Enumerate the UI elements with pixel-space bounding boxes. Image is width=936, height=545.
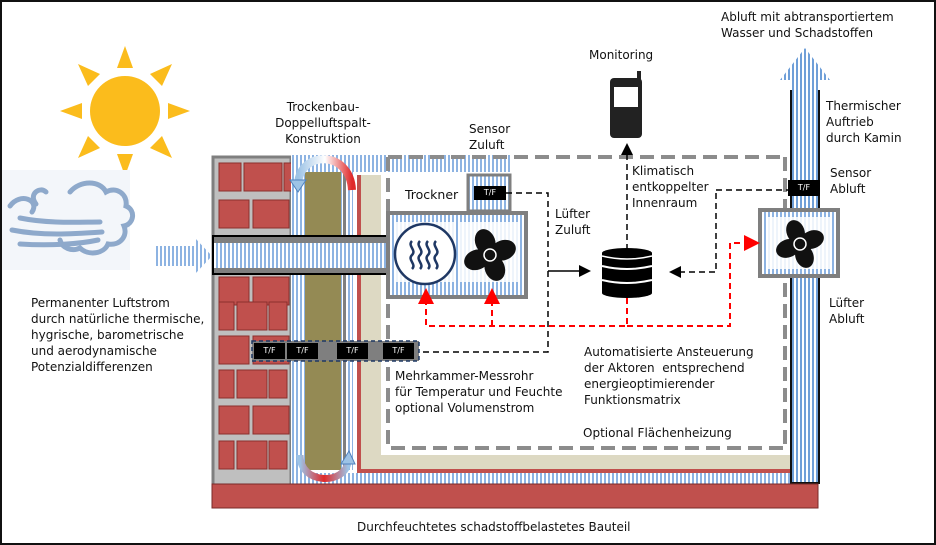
board-layer: [357, 175, 361, 472]
brick: [268, 369, 288, 399]
plaster-layer: [361, 175, 381, 465]
brick: [268, 301, 288, 331]
brick: [218, 199, 250, 229]
brick: [236, 369, 268, 399]
curve-arrow-top: [294, 155, 356, 191]
data-lines: [419, 143, 788, 353]
exhaust-chimney: [790, 87, 820, 484]
label-chimney: Thermischer Auftrieb durch Kamin: [826, 99, 902, 145]
air-channel-bottom: [291, 473, 791, 485]
label-measuring-tube: Mehrkammer-Messrohr für Temperatur und F…: [395, 369, 563, 415]
brick: [252, 405, 290, 435]
heater-icon: [393, 222, 457, 286]
label-exhaust-output: Abluft mit abtransportiertem Wasser und …: [721, 10, 894, 40]
brick-wall: [211, 155, 303, 487]
floor-slab: [211, 483, 819, 509]
label-fan-exhaust: Lüfter Abluft: [829, 296, 865, 326]
sensor-tag-exhaust: T/F: [797, 183, 811, 192]
label-floor-heating: Optional Flächenheizung: [583, 426, 732, 440]
label-fan-supply: Lüfter Zuluft: [555, 207, 591, 237]
sensor-tag-tube-1: T/F: [263, 346, 276, 355]
sensor-tag-tube-4: T/F: [392, 346, 405, 355]
label-dryer: Trockner: [405, 187, 459, 202]
inflow-arrow: [155, 238, 212, 274]
sensor-exhaust-housing: [788, 180, 820, 196]
measuring-tube: [251, 340, 420, 362]
fan-icon-supply: [464, 229, 516, 281]
label-control: Automatisierte Ansteuerung der Aktoren e…: [584, 345, 754, 407]
brick: [243, 162, 283, 192]
brick: [252, 276, 290, 306]
brick: [218, 440, 235, 470]
brick: [268, 440, 288, 470]
label-monitoring: Monitoring: [589, 48, 654, 62]
label-climate-room: Klimatisch entkoppelter Innenraum: [632, 164, 709, 210]
sensor-tag-tube-3: T/F: [346, 346, 359, 355]
database-icon: [601, 248, 653, 298]
brick: [218, 301, 235, 331]
label-sensor-exhaust: Sensor Abluft: [830, 166, 872, 196]
label-construction: Trockenbau- Doppelluftspalt- Konstruktio…: [275, 100, 371, 146]
wind-icon: [2, 170, 135, 270]
fan-icon-exhaust: [776, 220, 824, 268]
sensor-tag-supply: T/F: [483, 188, 497, 197]
air-gap-inner: [341, 170, 353, 470]
brick: [236, 301, 268, 331]
brick: [218, 162, 242, 192]
label-sensor-supply: Sensor Zuluft: [469, 122, 511, 152]
brick: [218, 335, 250, 365]
sun-icon: [60, 46, 190, 176]
brick: [236, 440, 268, 470]
phone-icon: [610, 71, 642, 138]
sensor-tag-tube-2: T/F: [296, 346, 309, 355]
label-wall: Durchfeuchtetes schadstoffbelastetes Bau…: [357, 520, 631, 534]
label-airflow: Permanenter Luftstrom durch natürliche t…: [31, 296, 205, 374]
brick: [218, 276, 250, 306]
insulation-layer: [305, 170, 341, 470]
exhaust-arrow: [780, 48, 830, 80]
brick: [218, 369, 235, 399]
curve-arrow-bottom: [296, 454, 352, 482]
control-lines: [418, 235, 760, 327]
brick: [252, 199, 290, 229]
air-gap-outer: [291, 157, 305, 477]
brick: [218, 405, 250, 435]
